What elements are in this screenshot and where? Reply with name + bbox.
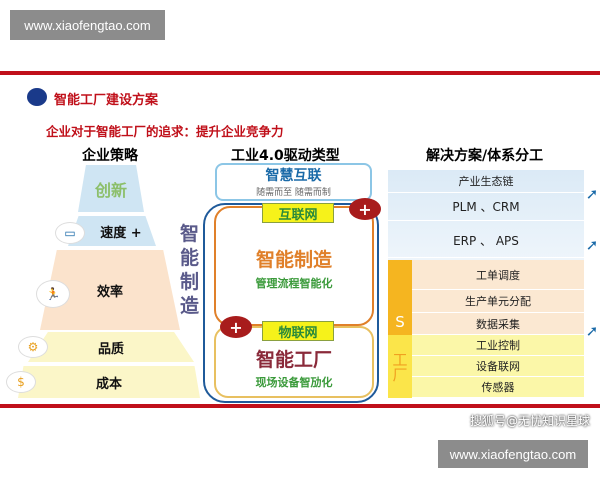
slide-subtitle: 企业对于智能工厂的追求：提升企业竞争力 [46, 124, 284, 139]
solution-row: PLM 、CRM [388, 193, 584, 221]
drivers-heading: 工业4.0驱动类型 [231, 148, 340, 164]
internet-label: 互联网 [262, 203, 334, 223]
solution-row: 传感器 [412, 377, 584, 398]
solution-row: 产业生态链 [388, 170, 584, 193]
iot-label: 物联网 [262, 321, 334, 341]
side-s: S [388, 260, 412, 335]
plus-icon: + [349, 198, 381, 220]
solution-row: ERP 、 APS [388, 224, 584, 258]
layer-label: 品质 [97, 341, 124, 357]
solution-row: 生产单元分配 [412, 290, 584, 313]
smart-factory-sub: 现场设备智劢化 [255, 376, 333, 389]
side-factory: 工厂 [388, 335, 412, 398]
smart-manufacturing-title: 智能制造 [255, 249, 332, 271]
smart-interconnect-box: 智慧互联 随需而至 随需而制 [215, 163, 372, 201]
monitor-icon: ▭ [55, 222, 85, 244]
title-bullet-icon [27, 88, 47, 106]
layer-label: 成本 [95, 376, 122, 392]
smart-interconnect-sub: 随需而至 随需而制 [256, 188, 331, 198]
layer-label: 创新 [94, 180, 127, 200]
smart-factory-title: 智能工厂 [255, 349, 332, 371]
smart-manufacturing-sub: 管理流程智能化 [255, 277, 333, 290]
arrow-icon: ➚ [585, 236, 599, 254]
smart-interconnect-title: 智慧互联 [265, 168, 322, 184]
layer-quality: 品质 [28, 332, 194, 362]
gears-icon: ⚙ [18, 336, 48, 358]
layer-cost: 成本 [18, 366, 200, 398]
watermark-top: www.xiaofengtao.com [10, 10, 165, 40]
layer-innovation: 创新 [78, 165, 144, 212]
vertical-label: 智能制造 [180, 223, 200, 317]
source-watermark: 搜狐号@无忧知识星球 [470, 414, 591, 428]
upper-band [388, 170, 584, 260]
layer-label: 效率 [96, 284, 123, 300]
runner-icon: 🏃 [36, 280, 70, 308]
layer-label: 速度 + [100, 225, 142, 241]
solution-row: 设备联网 [412, 356, 584, 377]
arrow-icon: ➚ [585, 185, 599, 203]
solution-row: 工单调度 [412, 260, 584, 290]
plus-icon: + [220, 316, 252, 338]
strategy-heading: 企业策略 [82, 148, 138, 164]
watermark-bottom: www.xiaofengtao.com [438, 440, 588, 468]
top-divider [0, 71, 600, 75]
bottom-divider [0, 404, 600, 408]
solution-row: 工业控制 [412, 335, 584, 356]
solution-row: 数据采集 [412, 313, 584, 335]
slide-title: 智能工厂建设方案 [54, 93, 159, 108]
solutions-heading: 解决方案/体系分工 [426, 148, 544, 164]
money-icon: $ [6, 371, 36, 393]
arrow-icon: ➚ [585, 322, 599, 340]
